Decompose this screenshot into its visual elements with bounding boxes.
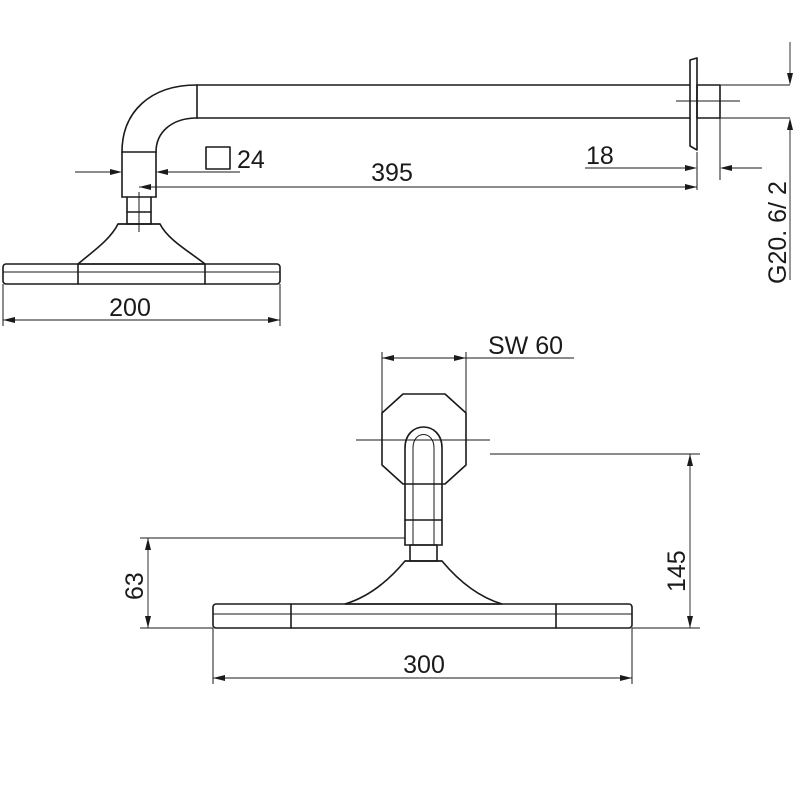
- dim-large-head-width: 300: [212, 628, 633, 684]
- arm-drop: [121, 151, 157, 232]
- dim-head-height-label: 63: [121, 572, 149, 600]
- dim-thread-label: G20. 6/ 2: [764, 181, 792, 284]
- dim-flange: 18: [585, 142, 762, 171]
- dim-flange-label: 18: [586, 142, 614, 170]
- dim-large-head-width-label: 300: [403, 651, 445, 679]
- dim-thread: G20. 6/ 2: [764, 42, 793, 284]
- dim-wrench-size-label: SW 60: [488, 332, 563, 360]
- square-section-icon: [205, 146, 231, 170]
- dim-arm-square-label: 24: [237, 146, 265, 174]
- dim-arm-length: 395: [139, 159, 697, 190]
- dim-small-head-width-label: 200: [109, 294, 151, 322]
- front-view: SW 60 145 63 300: [121, 332, 700, 684]
- dim-drop-height-label: 145: [663, 550, 691, 592]
- arm-elbow: [121, 84, 198, 153]
- small-shower-head: [2, 223, 281, 285]
- dim-arm-square: 24: [75, 146, 265, 175]
- dim-drop-height: 145: [490, 453, 700, 629]
- dim-wrench-size: SW 60: [382, 332, 574, 361]
- front-drop-pipe: [404, 426, 443, 562]
- dim-head-height: 63: [121, 537, 405, 629]
- shower-arm: [196, 84, 691, 119]
- dim-small-head-width: 200: [2, 284, 281, 326]
- wall-flange: [676, 57, 790, 190]
- dim-arm-length-label: 395: [371, 159, 413, 187]
- large-shower-head: [212, 560, 633, 629]
- hex-nut: [356, 352, 490, 485]
- side-view: 24 395 18 G20. 6/ 2: [2, 42, 793, 326]
